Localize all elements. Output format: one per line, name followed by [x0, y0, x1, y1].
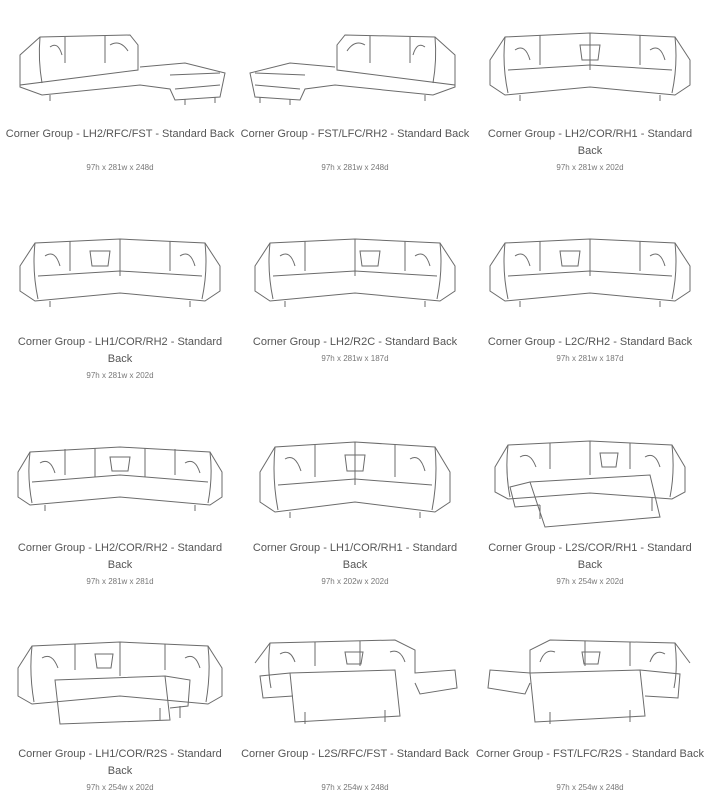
product-dimensions: 97h x 202w x 202d: [321, 577, 389, 586]
product-dimensions: 97h x 281w x 281d: [86, 577, 154, 586]
product-dimensions: 97h x 281w x 187d: [556, 354, 624, 363]
product-dimensions: 97h x 281w x 248d: [86, 163, 154, 172]
product-title[interactable]: Corner Group - LH2/RFC/FST - Standard Ba…: [5, 128, 235, 140]
product-dimensions: 97h x 281w x 248d: [321, 163, 389, 172]
product-image[interactable]: [245, 15, 465, 120]
product-title[interactable]: Corner Group - LH1/COR/RH2 - Standard Ba…: [17, 336, 223, 365]
product-title[interactable]: Corner Group - L2C/RH2 - Standard Back: [487, 336, 693, 348]
product-image[interactable]: [480, 427, 700, 532]
product-dimensions: 97h x 281w x 187d: [321, 354, 389, 363]
product-title[interactable]: Corner Group - LH1/COR/RH1 - Standard Ba…: [252, 542, 458, 571]
product-image[interactable]: [10, 15, 230, 120]
product-title[interactable]: Corner Group - L2S/COR/RH1 - Standard Ba…: [488, 542, 692, 571]
product-image[interactable]: [480, 15, 700, 120]
product-image[interactable]: [245, 221, 465, 326]
product-title[interactable]: Corner Group - L2S/RFC/FST - Standard Ba…: [241, 748, 469, 760]
product-dimensions: 97h x 254w x 202d: [86, 783, 154, 792]
product-image[interactable]: [10, 628, 230, 733]
product-dimensions: 97h x 254w x 248d: [556, 783, 624, 792]
product-image[interactable]: [480, 628, 700, 733]
product-dimensions: 97h x 281w x 202d: [556, 163, 624, 172]
product-dimensions: 97h x 254w x 248d: [321, 783, 389, 792]
product-title[interactable]: Corner Group - LH1/COR/R2S - Standard Ba…: [18, 748, 222, 777]
product-title[interactable]: Corner Group - LH2/COR/RH2 - Standard Ba…: [17, 542, 223, 571]
product-image[interactable]: [10, 427, 230, 532]
product-title[interactable]: Corner Group - LH2/COR/RH1 - Standard Ba…: [487, 128, 693, 157]
product-title[interactable]: Corner Group - FST/LFC/R2S - Standard Ba…: [475, 748, 705, 760]
product-title[interactable]: Corner Group - FST/LFC/RH2 - Standard Ba…: [240, 128, 470, 140]
product-dimensions: 97h x 281w x 202d: [86, 371, 154, 380]
product-image[interactable]: [480, 221, 700, 326]
product-title[interactable]: Corner Group - LH2/R2C - Standard Back: [252, 336, 458, 348]
product-image[interactable]: [245, 427, 465, 532]
product-image[interactable]: [245, 628, 465, 733]
product-dimensions: 97h x 254w x 202d: [556, 577, 624, 586]
product-image[interactable]: [10, 221, 230, 326]
